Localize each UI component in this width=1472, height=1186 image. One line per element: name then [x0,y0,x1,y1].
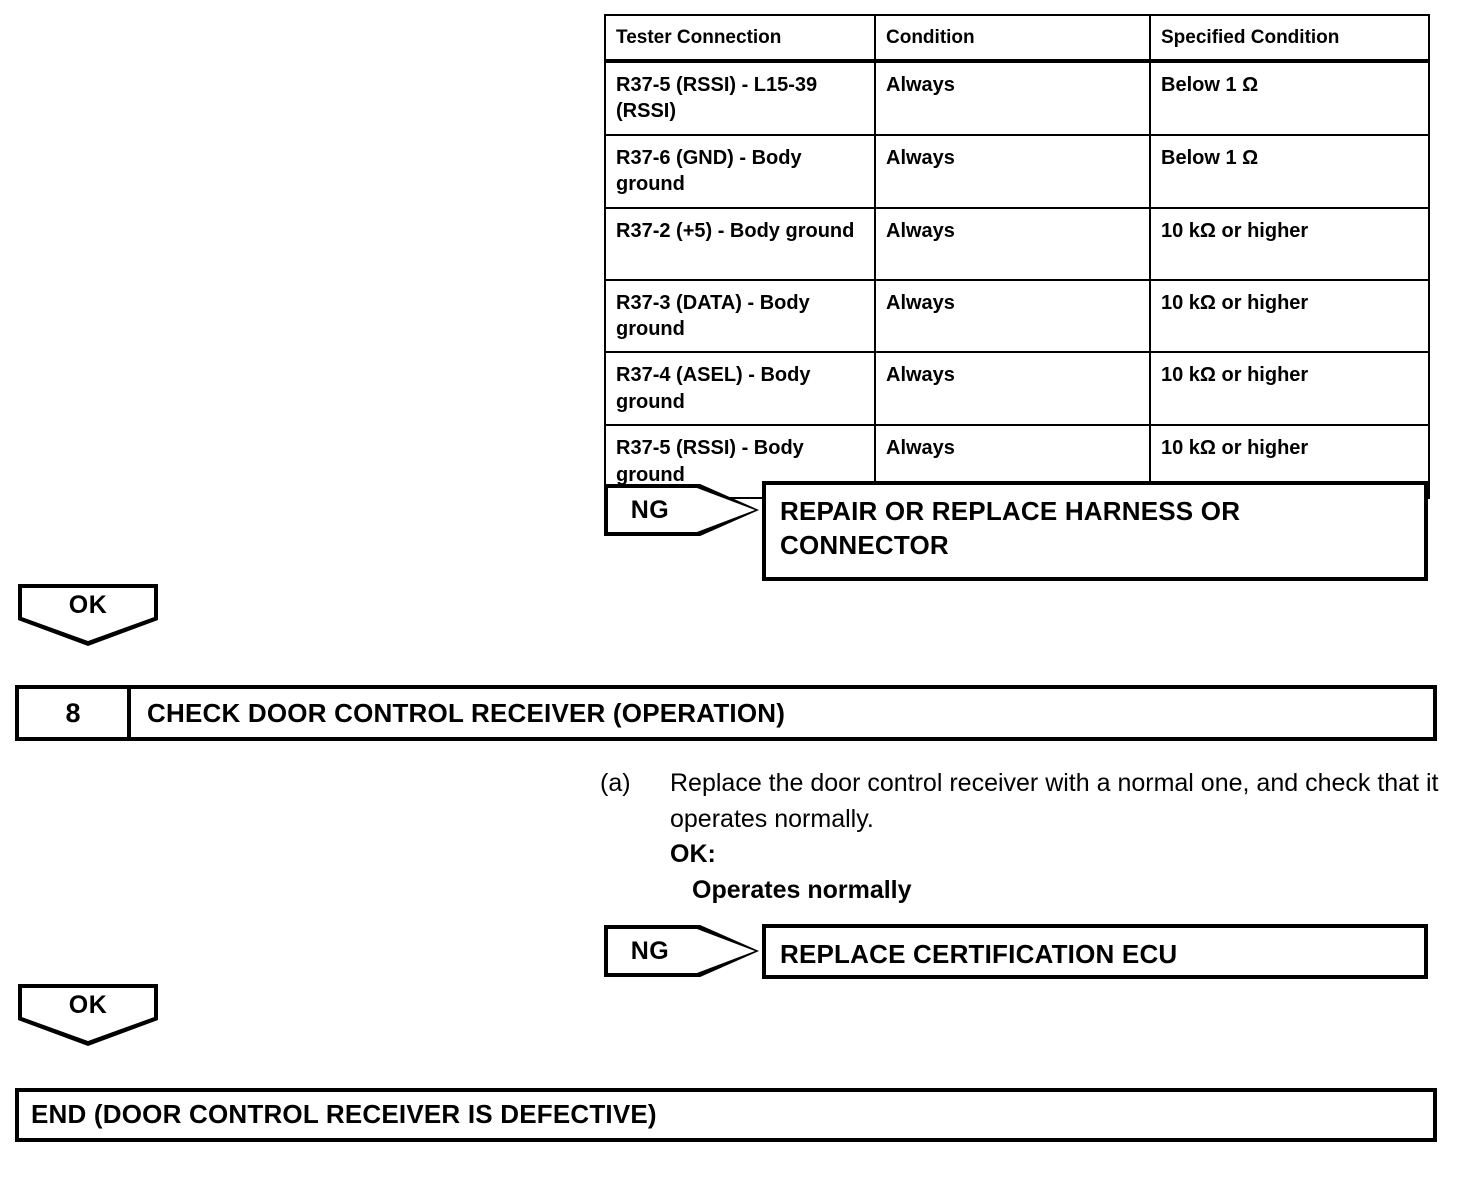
result-box-repair-or-replace-harness: REPAIR OR REPLACE HARNESS OR CONNECTOR [762,481,1428,581]
step-number: 8 [19,689,131,737]
procedure-block: (a) Replace the door control receiver wi… [600,766,1450,908]
procedure-item-text: Replace the door control receiver with a… [670,769,1439,833]
table-row: R37-3 (DATA) - Body ground Always 10 kΩ … [604,278,1430,354]
column-header-condition: Condition [874,13,1151,64]
cell-specified-condition: Below 1 Ω [1149,133,1430,209]
table-row: R37-4 (ASEL) - Body ground Always 10 kΩ … [604,351,1430,427]
ok-marker-label: OK [68,590,108,619]
cell-specified-condition: 10 kΩ or higher [1149,351,1430,427]
step-title: CHECK DOOR CONTROL RECEIVER (OPERATION) [147,697,786,728]
cell-condition: Always [874,60,1151,136]
procedure-ok-label: OK: [670,840,716,868]
cell-tester-connection: R37-3 (DATA) - Body ground [604,278,876,354]
procedure-item-marker: (a) [600,769,631,797]
ng-marker-label: NG [630,495,670,524]
cell-tester-connection: R37-4 (ASEL) - Body ground [604,351,876,427]
procedure-ok-value: Operates normally [692,875,912,904]
end-box-door-control-receiver-defective: END (DOOR CONTROL RECEIVER IS DEFECTIVE) [15,1088,1437,1142]
ok-branch-marker-1: OK [18,584,158,646]
result-box-replace-certification-ecu: REPLACE CERTIFICATION ECU [762,924,1428,979]
cell-condition: Always [874,351,1151,427]
column-header-specified-condition: Specified Condition [1149,13,1430,64]
ng-branch-marker-harness: NG [604,484,759,536]
ng-marker-label: NG [630,936,670,965]
cell-tester-connection: R37-5 (RSSI) - L15-39 (RSSI) [604,60,876,136]
cell-specified-condition: 10 kΩ or higher [1149,206,1430,281]
cell-specified-condition: 10 kΩ or higher [1149,278,1430,354]
procedure-item-a: (a) Replace the door control receiver wi… [600,766,1450,837]
table-header-row: Tester Connection Condition Specified Co… [604,13,1430,64]
cell-condition: Always [874,278,1151,354]
step-8-header: 8 CHECK DOOR CONTROL RECEIVER (OPERATION… [15,685,1437,741]
cell-tester-connection: R37-6 (GND) - Body ground [604,133,876,209]
cell-condition: Always [874,133,1151,209]
table-row: R37-2 (+5) - Body ground Always 10 kΩ or… [604,206,1430,281]
column-header-tester-connection: Tester Connection [604,13,876,64]
table-row: R37-5 (RSSI) - L15-39 (RSSI) Always Belo… [604,60,1430,136]
ok-branch-marker-2: OK [18,984,158,1046]
table-row: R37-6 (GND) - Body ground Always Below 1… [604,133,1430,209]
cell-condition: Always [874,206,1151,281]
ng-branch-marker-ecu: NG [604,925,759,977]
inspection-spec-table: Tester Connection Condition Specified Co… [604,13,1430,499]
cell-specified-condition: Below 1 Ω [1149,60,1430,136]
cell-tester-connection: R37-2 (+5) - Body ground [604,206,876,281]
ok-marker-label: OK [68,990,108,1019]
